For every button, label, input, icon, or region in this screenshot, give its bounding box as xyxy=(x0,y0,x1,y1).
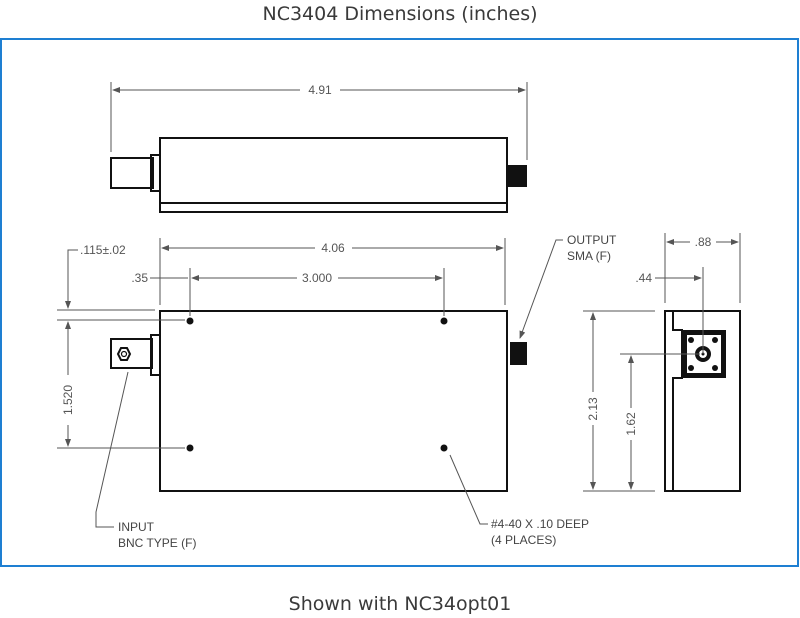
input-callout-line2: BNC TYPE (F) xyxy=(118,536,196,550)
front-view: 4.06 3.000 .35 .115±.02 1.520 INPUT BNC … xyxy=(57,233,617,550)
sma-connector-front xyxy=(510,342,527,365)
dim-hole-spacing-x: 3.000 xyxy=(302,271,332,285)
holes-callout-line2: (4 PLACES) xyxy=(491,533,556,547)
output-callout-line2: SMA (F) xyxy=(567,249,611,263)
drawing-frame xyxy=(0,38,799,567)
mounting-hole xyxy=(186,317,194,325)
dim-connector-offset-x: .44 xyxy=(635,271,652,285)
output-callout-line1: OUTPUT xyxy=(567,233,617,247)
page-title: NC3404 Dimensions (inches) xyxy=(262,3,538,25)
dim-body-length: 4.06 xyxy=(321,241,345,255)
holes-callout-line1: #4-40 X .10 DEEP xyxy=(491,517,589,531)
dim-hole-offset-x: .35 xyxy=(131,271,148,285)
top-view: 4.91 xyxy=(110,82,528,213)
bnc-connector-top xyxy=(110,157,154,189)
dim-connector-height: 1.62 xyxy=(624,412,638,436)
dim-hole-offset-y: .115±.02 xyxy=(80,243,126,257)
side-view: .88 .44 2.13 1.62 xyxy=(583,233,741,492)
mounting-hole xyxy=(440,444,448,452)
sma-connector-top xyxy=(508,165,527,187)
dim-overall-length: 4.91 xyxy=(308,83,332,97)
mounting-hole xyxy=(186,444,194,452)
figure-caption: Shown with NC34opt01 xyxy=(288,593,512,615)
mounting-hole xyxy=(440,317,448,325)
dim-width: .88 xyxy=(695,235,712,249)
dim-height: 2.13 xyxy=(586,397,600,421)
input-callout-line1: INPUT xyxy=(118,520,155,534)
dim-hole-spacing-y: 1.520 xyxy=(61,385,75,415)
